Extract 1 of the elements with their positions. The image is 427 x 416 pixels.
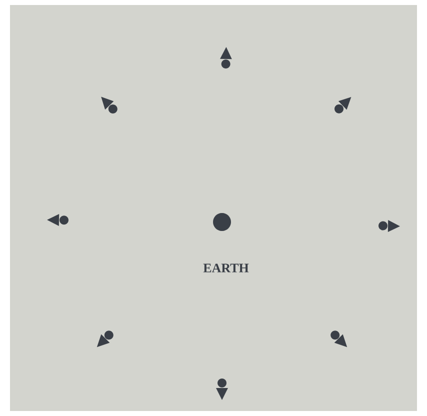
node-label: EARTH [203, 264, 249, 272]
